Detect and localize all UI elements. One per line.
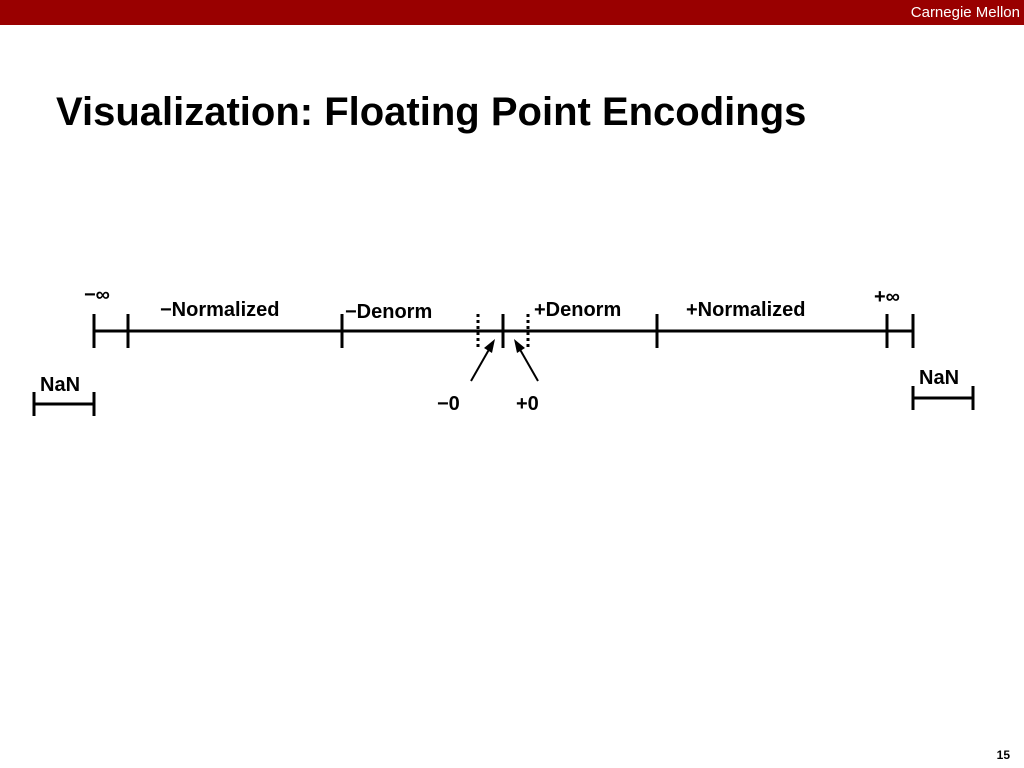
- pos-zero-label: +0: [516, 393, 539, 415]
- pos-normalized-label: +Normalized: [686, 299, 805, 321]
- neg-infinity-label: −∞: [84, 284, 110, 306]
- neg-zero-label: −0: [437, 393, 460, 415]
- pos-infinity-label: +∞: [874, 286, 900, 308]
- pos-zero-arrowhead: [514, 339, 525, 353]
- pos-denorm-label: +Denorm: [534, 299, 621, 321]
- nan-left-label: NaN: [40, 374, 80, 396]
- neg-normalized-label: −Normalized: [160, 299, 279, 321]
- brand-label: Carnegie Mellon: [910, 4, 1020, 21]
- neg-zero-arrow: [470, 345, 492, 382]
- nan-right-label: NaN: [919, 367, 959, 389]
- header-bar: Carnegie Mellon: [0, 0, 1024, 25]
- slide-title: Visualization: Floating Point Encodings: [56, 90, 807, 134]
- neg-zero-arrowhead: [484, 339, 495, 353]
- page-number: 15: [996, 748, 1010, 762]
- neg-denorm-label: −Denorm: [345, 301, 432, 323]
- pos-zero-arrow: [517, 345, 539, 382]
